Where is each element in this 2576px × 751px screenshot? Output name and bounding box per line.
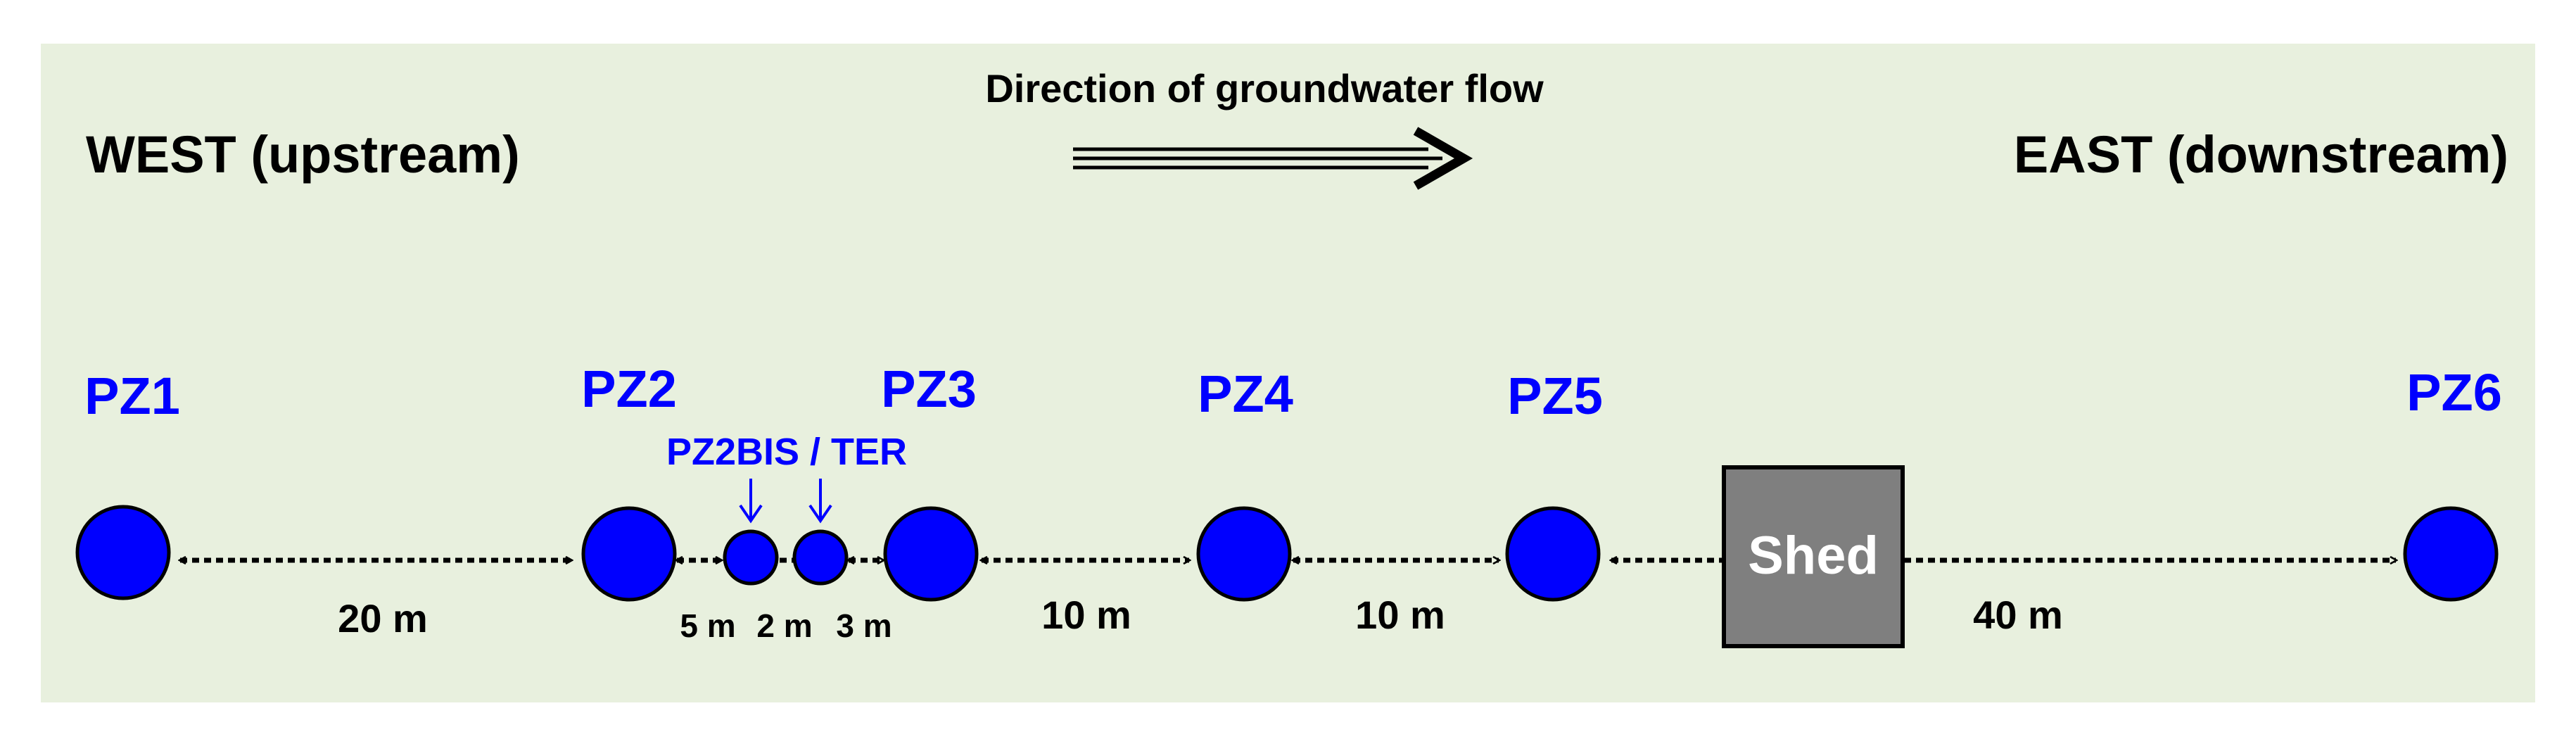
well-pz4	[1196, 506, 1292, 602]
well-pz3	[883, 506, 979, 602]
distance-label-shed-pz6: 40 m	[1973, 593, 2063, 637]
well-pz5	[1505, 506, 1601, 602]
small-wells-label: PZ2BIS / TER	[666, 431, 907, 473]
distance-label-ter-pz3: 3 m	[836, 607, 892, 644]
well-label-pz5: PZ5	[1507, 367, 1603, 425]
east-downstream-label: EAST (downstream)	[2014, 125, 2508, 184]
shed-label: Shed	[1748, 526, 1879, 586]
distance-label-pz2-bis: 5 m	[680, 607, 735, 644]
diagram-panel	[41, 44, 2535, 702]
flow-direction-label: Direction of groundwater flow	[985, 66, 1544, 111]
well-label-pz6: PZ6	[2406, 363, 2502, 422]
well-label-pz1: PZ1	[84, 367, 180, 425]
distance-label-pz3-pz4: 10 m	[1041, 593, 1131, 637]
well-label-pz4: PZ4	[1198, 365, 1293, 423]
well-label-pz2: PZ2	[581, 360, 677, 418]
down-arrow-icon-ter	[808, 479, 832, 524]
well-label-pz3: PZ3	[881, 360, 977, 418]
flow-direction-arrow-icon	[1073, 127, 1473, 190]
well-pz2ter	[792, 529, 849, 586]
down-arrow-icon-bis	[739, 479, 763, 524]
distance-label-pz4-pz5: 10 m	[1355, 593, 1445, 637]
shed-box	[1722, 465, 1905, 648]
well-pz2bis	[723, 529, 779, 586]
distance-label-pz1-pz2: 20 m	[338, 596, 428, 640]
well-pz1	[75, 505, 171, 600]
well-pz2	[581, 506, 677, 602]
well-pz6	[2403, 506, 2499, 602]
distance-label-bis-ter: 2 m	[756, 607, 812, 644]
west-upstream-label: WEST (upstream)	[86, 125, 520, 184]
